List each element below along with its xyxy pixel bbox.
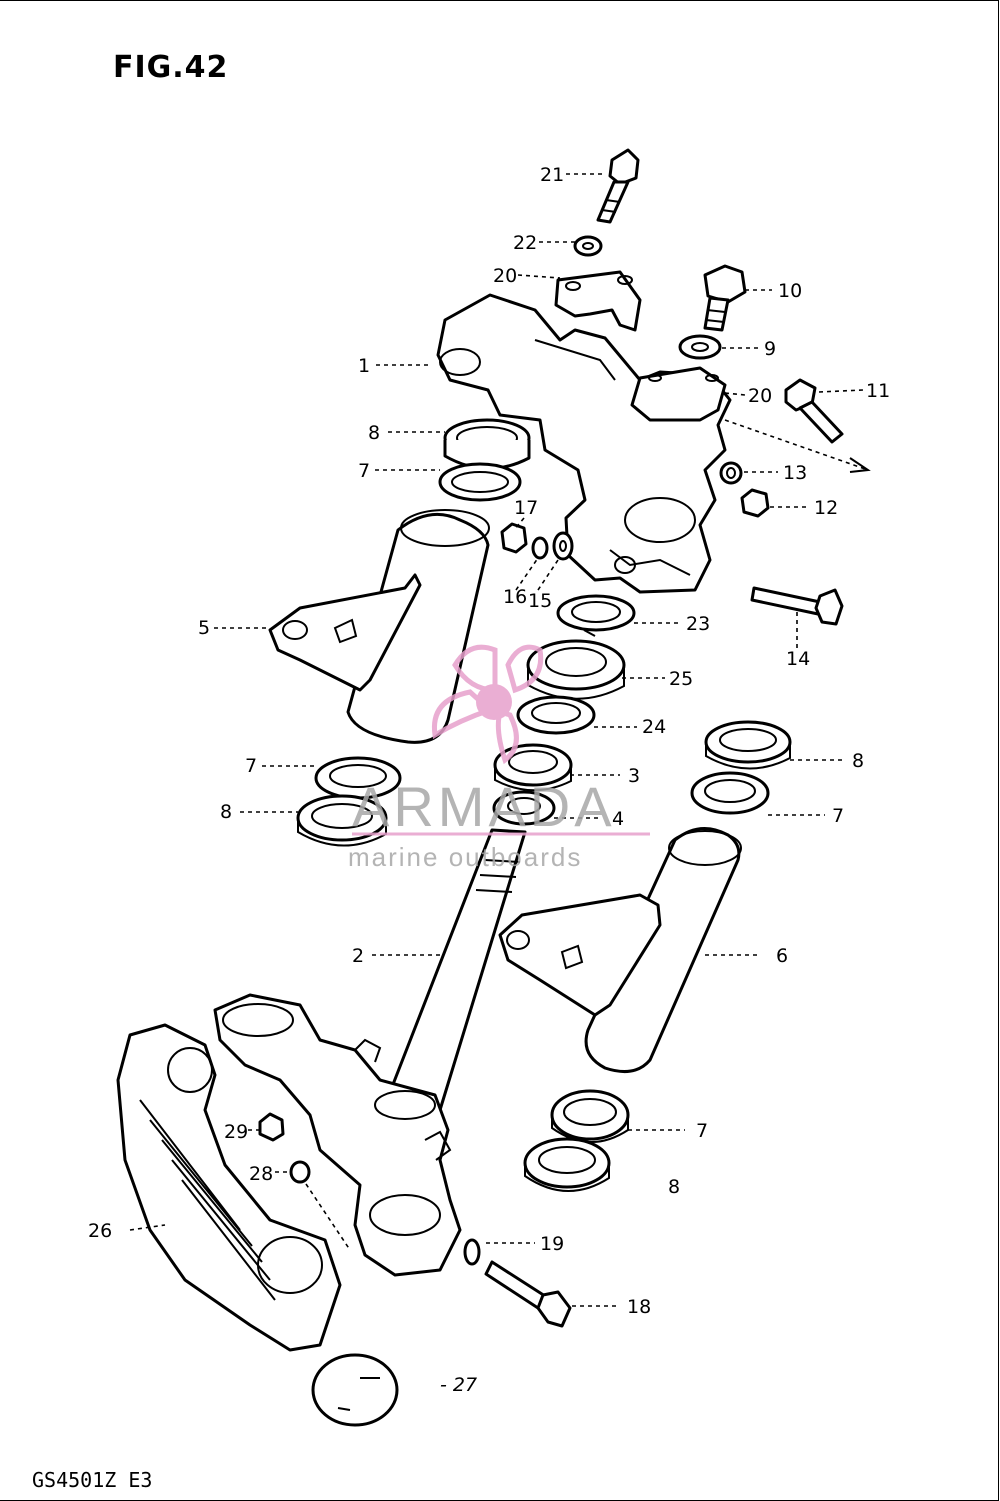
watermark-brand: ARMADA: [352, 775, 616, 838]
label-4: 4: [612, 808, 624, 830]
cover-26-part: [116, 1023, 342, 1352]
label-7-upper: 7: [358, 460, 370, 482]
label-18: 18: [627, 1296, 651, 1318]
label-22: 22: [513, 232, 537, 254]
bushing-8-left-part: [296, 794, 388, 847]
oil-seal-23-part: [556, 594, 636, 637]
bearing-3-part: [493, 743, 573, 792]
nut-29-part: [258, 1112, 285, 1142]
arrow-head: [849, 457, 871, 473]
part-labels: 21 22 20 10 9 1 20 11 8 7 13 12 17 16 15…: [88, 164, 890, 1318]
label-21: 21: [540, 164, 564, 186]
label-8-right: 8: [852, 750, 864, 772]
cap-part: [311, 1353, 399, 1427]
leader-lines: [129, 173, 864, 1307]
washer-24-part: [516, 695, 596, 735]
bolt-10-part: [703, 264, 747, 332]
label-8-upper: 8: [368, 422, 380, 444]
label-5: 5: [198, 617, 210, 639]
page-number: - 27: [440, 1374, 478, 1396]
assembly-arrow-line: [724, 419, 869, 471]
handlebar-clamp-20-lower-part: [630, 366, 727, 422]
label-9: 9: [764, 338, 776, 360]
label-7-right: 7: [832, 805, 844, 827]
bolt-18-part: [484, 1260, 572, 1328]
label-1: 1: [358, 355, 370, 377]
bushing-7-upper-left-part: [438, 462, 522, 502]
label-24: 24: [642, 716, 666, 738]
label-7-left: 7: [245, 755, 257, 777]
steering-stem-2-part: [383, 828, 527, 1112]
label-14: 14: [786, 648, 810, 670]
label-20-upper: 20: [493, 265, 517, 287]
washer-16-part: [531, 536, 549, 560]
label-8-left: 8: [220, 801, 232, 823]
label-10: 10: [778, 280, 802, 302]
bolt-14-part: [750, 586, 844, 626]
label-7-lower: 7: [696, 1120, 708, 1142]
label-15: 15: [528, 590, 552, 612]
label-3: 3: [628, 765, 640, 787]
handlebar-clamp-20-upper-part: [554, 270, 642, 332]
label-17: 17: [514, 497, 538, 519]
label-12: 12: [814, 497, 838, 519]
fork-cover-6-part: [498, 827, 742, 1074]
label-11: 11: [866, 380, 890, 402]
figure-title: FIG.42: [113, 50, 229, 85]
watermark-tagline: marine outboards: [348, 842, 582, 872]
bushing-8-right-part: [704, 720, 792, 770]
label-16: 16: [503, 586, 527, 608]
armada-watermark: ARMADA marine outboards: [348, 644, 650, 872]
label-23: 23: [686, 613, 710, 635]
cap-nut-17-part: [500, 522, 528, 554]
bushing-8-upper-left-part: [443, 418, 531, 470]
label-2: 2: [352, 945, 364, 967]
label-29: 29: [224, 1121, 248, 1143]
label-8-lower: 8: [668, 1176, 680, 1198]
washer-9-part: [678, 334, 722, 360]
washer-19-part: [463, 1238, 481, 1266]
nut-12-part: [740, 488, 770, 518]
label-20-lower: 20: [748, 385, 772, 407]
lower-bracket-part: [213, 993, 462, 1277]
bolt-11-part: [784, 378, 844, 444]
bolt-21-part: [596, 148, 640, 224]
fork-cover-5-part: [268, 509, 490, 744]
label-28: 28: [249, 1163, 273, 1185]
label-26: 26: [88, 1220, 112, 1242]
bushing-7-lower-part: [550, 1089, 630, 1143]
race-4-part: [492, 790, 556, 826]
label-25: 25: [669, 668, 693, 690]
bushing-15-part: [552, 531, 574, 561]
label-19: 19: [540, 1233, 564, 1255]
propeller-logo-icon: [431, 644, 544, 765]
label-6: 6: [776, 945, 788, 967]
label-13: 13: [783, 462, 807, 484]
model-code: GS4501Z E3: [32, 1468, 153, 1492]
bushing-8-lower-part: [523, 1137, 611, 1192]
washer-13-part: [719, 461, 743, 485]
washer-28-part: [289, 1160, 311, 1184]
bushing-7-right-part: [690, 771, 770, 815]
nut-22-part: [573, 235, 603, 257]
